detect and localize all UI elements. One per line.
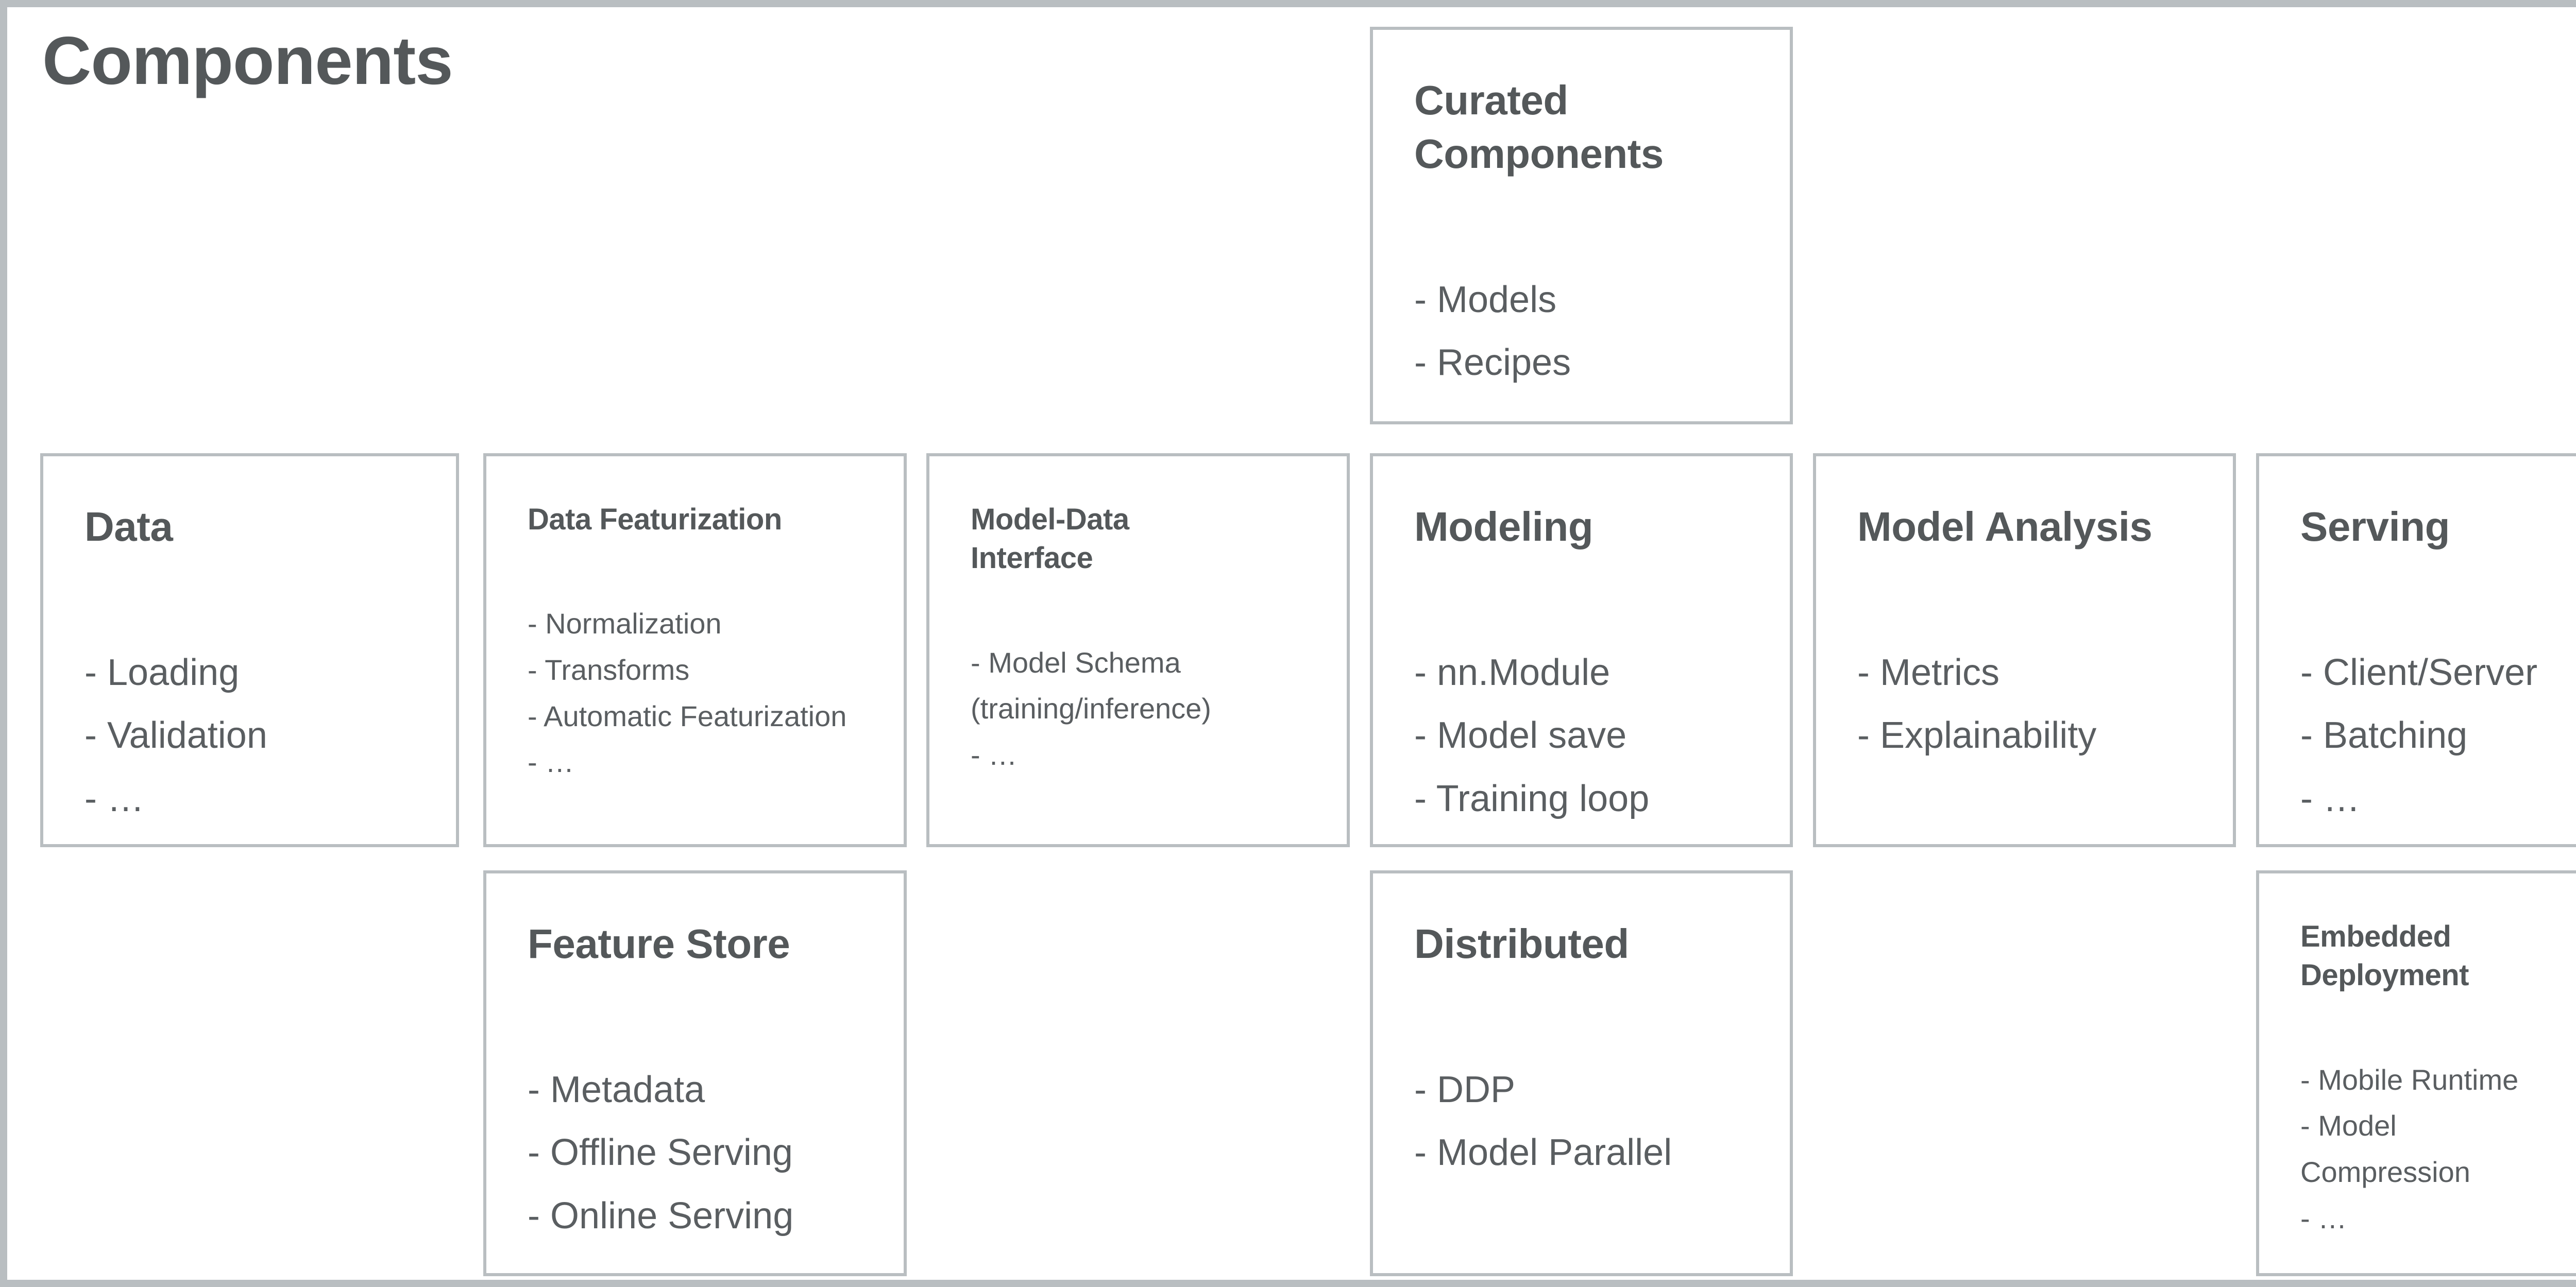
box-items: - DDP - Model Parallel xyxy=(1414,1058,1749,1185)
list-item: - Models xyxy=(1414,279,1557,320)
box-items: - Model Schema (training/inference) - … xyxy=(971,640,1306,778)
list-item: - … xyxy=(2300,1202,2347,1234)
box-title: Curated Components xyxy=(1414,77,1664,177)
box-data-featurization: Data Featurization - Normalization - Tra… xyxy=(483,453,907,847)
list-item: - … xyxy=(528,746,574,779)
list-item: - Transforms xyxy=(528,653,690,686)
box-items: - nn.Module - Model save - Training loop xyxy=(1414,641,1749,830)
box-title: Serving xyxy=(2300,504,2450,550)
list-item: - Model save xyxy=(1414,715,1627,757)
box-title: Modeling xyxy=(1414,504,1594,550)
box-items: - Mobile Runtime - Model Compression - … xyxy=(2300,1057,2543,1241)
box-title: Feature Store xyxy=(528,921,790,967)
list-item: - DDP xyxy=(1414,1069,1515,1110)
box-title: Data Featurization xyxy=(528,503,782,536)
list-item: - Metrics xyxy=(1857,652,1999,693)
box-items: - Normalization - Transforms - Automatic… xyxy=(528,600,862,785)
box-modeling: Modeling - nn.Module - Model save - Trai… xyxy=(1370,453,1793,847)
list-item: - Mobile Runtime xyxy=(2300,1063,2519,1096)
box-model-analysis: Model Analysis - Metrics - Explainabilit… xyxy=(1813,453,2236,847)
list-item: - Model Schema (training/inference) xyxy=(971,646,1211,725)
box-items: - Loading - Validation - … xyxy=(84,641,415,830)
box-title: Model-Data Interface xyxy=(971,503,1129,575)
box-items: - Metrics - Explainability xyxy=(1857,641,2192,767)
list-item: - Loading xyxy=(84,652,240,693)
list-item: - Metadata xyxy=(528,1069,705,1110)
box-title: Model Analysis xyxy=(1857,504,2153,550)
list-item: - Online Serving xyxy=(528,1195,794,1237)
box-curated-components: Curated Components - Models - Recipes xyxy=(1370,27,1793,424)
list-item: - … xyxy=(2300,778,2360,819)
box-title: Distributed xyxy=(1414,921,1629,967)
box-feature-store: Feature Store - Metadata - Offline Servi… xyxy=(483,870,907,1276)
box-data: Data - Loading - Validation - … xyxy=(40,453,459,847)
list-item: - Normalization xyxy=(528,607,722,640)
list-item: - Offline Serving xyxy=(528,1132,793,1174)
box-serving: Serving - Client/Server - Batching - … xyxy=(2256,453,2576,847)
box-items: - Metadata - Offline Serving - Online Se… xyxy=(528,1058,862,1247)
box-model-data-interface: Model-Data Interface - Model Schema (tra… xyxy=(926,453,1350,847)
list-item: - Client/Server xyxy=(2300,652,2538,693)
list-item: - … xyxy=(84,778,144,819)
list-item: - Automatic Featurization xyxy=(528,699,847,732)
list-item: - Validation xyxy=(84,715,267,757)
list-item: - Training loop xyxy=(1414,778,1650,819)
list-item: - Model Compression xyxy=(2300,1109,2470,1188)
box-title: Data xyxy=(84,504,173,550)
box-title: Embedded Deployment xyxy=(2300,920,2469,992)
list-item: - Recipes xyxy=(1414,342,1571,384)
box-items: - Models - Recipes xyxy=(1414,268,1749,394)
box-items: - Client/Server - Batching - … xyxy=(2300,641,2576,830)
list-item: - nn.Module xyxy=(1414,652,1611,693)
list-item: - Model Parallel xyxy=(1414,1132,1672,1174)
list-item: - … xyxy=(971,738,1018,771)
box-embedded-deployment: Embedded Deployment - Mobile Runtime - M… xyxy=(2256,870,2576,1276)
list-item: - Batching xyxy=(2300,715,2468,757)
page-title: Components xyxy=(42,23,453,98)
list-item: - Explainability xyxy=(1857,715,2097,757)
box-distributed: Distributed - DDP - Model Parallel xyxy=(1370,870,1793,1276)
